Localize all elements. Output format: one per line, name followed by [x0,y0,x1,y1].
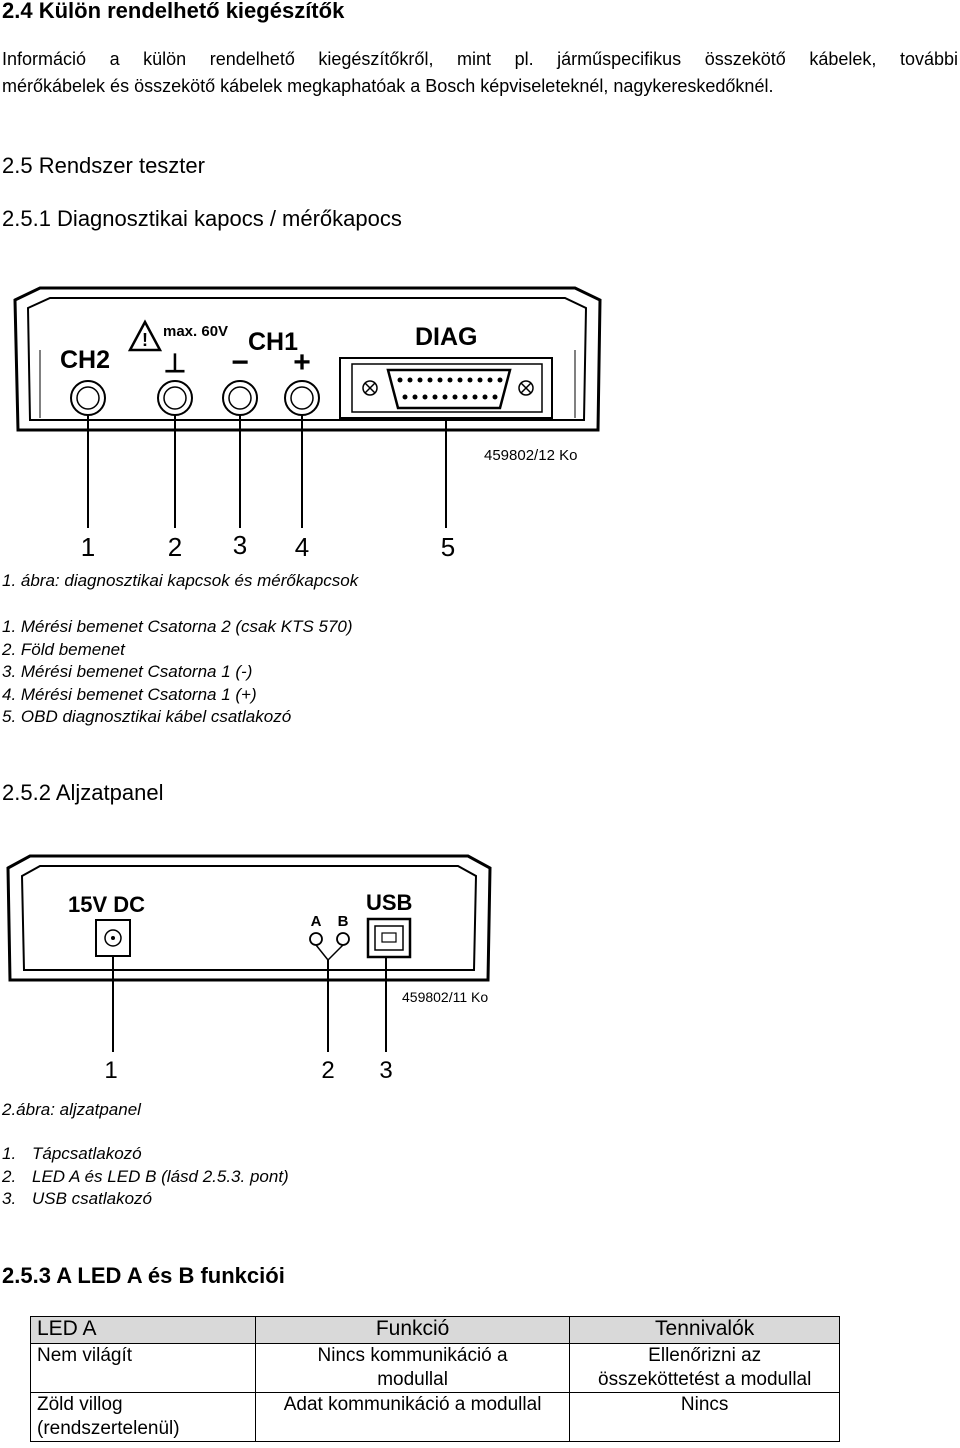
function-cell: Adat kommunikáció a modullal [254,1392,571,1442]
led-function-table: LED A Funkció Tennivalók Nem világít Nin… [30,1316,840,1442]
callout-2: 2 [168,532,182,562]
led-b [336,932,350,946]
section-2-5-2-title: 2.5.2 Aljzatpanel [2,780,164,805]
diag-label: DIAG [415,323,478,351]
section-2-4-para-line1: Információ a külön rendelhető kiegészítő… [2,49,958,69]
callout-1: 1 [81,532,95,562]
plus-symbol: + [293,346,311,379]
15v-dc-label: 15V DC [68,892,145,917]
list-item: 1. Mérési bemenet Csatorna 2 (csak KTS 5… [2,617,353,636]
led-b-label: B [338,913,349,930]
list-item: 1.Tápcsatlakozó [2,1144,142,1163]
section-2-4-para-line2: mérőkábelek és összekötő kábelek megkaph… [2,76,774,96]
list-item: 2.LED A és LED B (lásd 2.5.3. pont) [2,1166,289,1186]
section-2-5-1-title: 2.5.1 Diagnosztikai kapocs / mérőkapocs [2,206,402,231]
usb-label: USB [366,890,412,915]
jack-ch1-minus [222,380,258,416]
figure-2-caption: 2.ábra: aljzatpanel [2,1100,141,1119]
column-header-todo: Tennivalók [569,1316,840,1344]
list-item: 3.USB csatlakozó [2,1189,152,1208]
max-voltage-label: max. 60V [163,323,228,340]
figure-1-legend-list: 1. Mérési bemenet Csatorna 2 (csak KTS 5… [2,616,353,729]
callout-3: 3 [379,1057,392,1084]
callout-5: 5 [441,532,455,562]
led-a [309,932,323,946]
diag-connector [339,357,553,419]
part-number-1: 459802/12 Ko [484,447,577,464]
table-row: Zöld villog(rendszertelenül) Adat kommun… [30,1392,840,1442]
section-2-4-title: 2.4 Külön rendelhető kiegészítők [2,0,345,23]
todo-cell: Nincs [569,1392,840,1442]
list-item: 4. Mérési bemenet Csatorna 1 (+) [2,684,257,704]
callout-1: 1 [104,1057,117,1084]
led-state-cell: Nem világít [30,1343,256,1393]
ch2-label: CH2 [60,346,110,374]
socket-panel-figure: 15V DC USB A B 459802/11 Ko 1 2 3 [6,854,492,1084]
list-item: 3. Mérési bemenet Csatorna 1 (-) [2,662,253,681]
ch1-label: CH1 [248,328,298,356]
power-socket [95,919,131,957]
usb-socket [366,917,412,959]
table-header-row: LED A Funkció Tennivalók [30,1316,840,1344]
list-item: 5. OBD diagnosztikai kábel csatlakozó [2,707,292,726]
jack-ground [157,380,193,416]
diagnostic-panel-figure: ! CH2 max. 60V CH1 ⊥ − + DIAG [13,286,602,562]
column-header-function: Funkció [254,1316,571,1344]
callout-2: 2 [321,1057,334,1084]
list-item: 2. Föld bemenet [2,639,125,659]
figure-1-caption: 1. ábra: diagnosztikai kapcsok és mérőka… [2,571,359,590]
part-number-2: 459802/11 Ko [402,989,488,1005]
ground-symbol: ⊥ [164,348,187,378]
callout-3: 3 [233,530,247,560]
section-2-5-title: 2.5 Rendszer teszter [2,153,205,178]
led-a-label: A [311,913,322,930]
column-header-led: LED A [30,1316,256,1344]
jack-ch1-plus [284,380,320,416]
minus-symbol: − [231,346,249,379]
led-state-cell: Zöld villog(rendszertelenül) [30,1392,256,1442]
jack-ch2 [70,380,106,416]
callout-4: 4 [295,532,309,562]
figure-2-legend-list: 1.Tápcsatlakozó 2.LED A és LED B (lásd 2… [2,1143,289,1211]
section-2-5-3-title: 2.5.3 A LED A és B funkciói [2,1263,285,1288]
svg-text:!: ! [142,330,148,350]
